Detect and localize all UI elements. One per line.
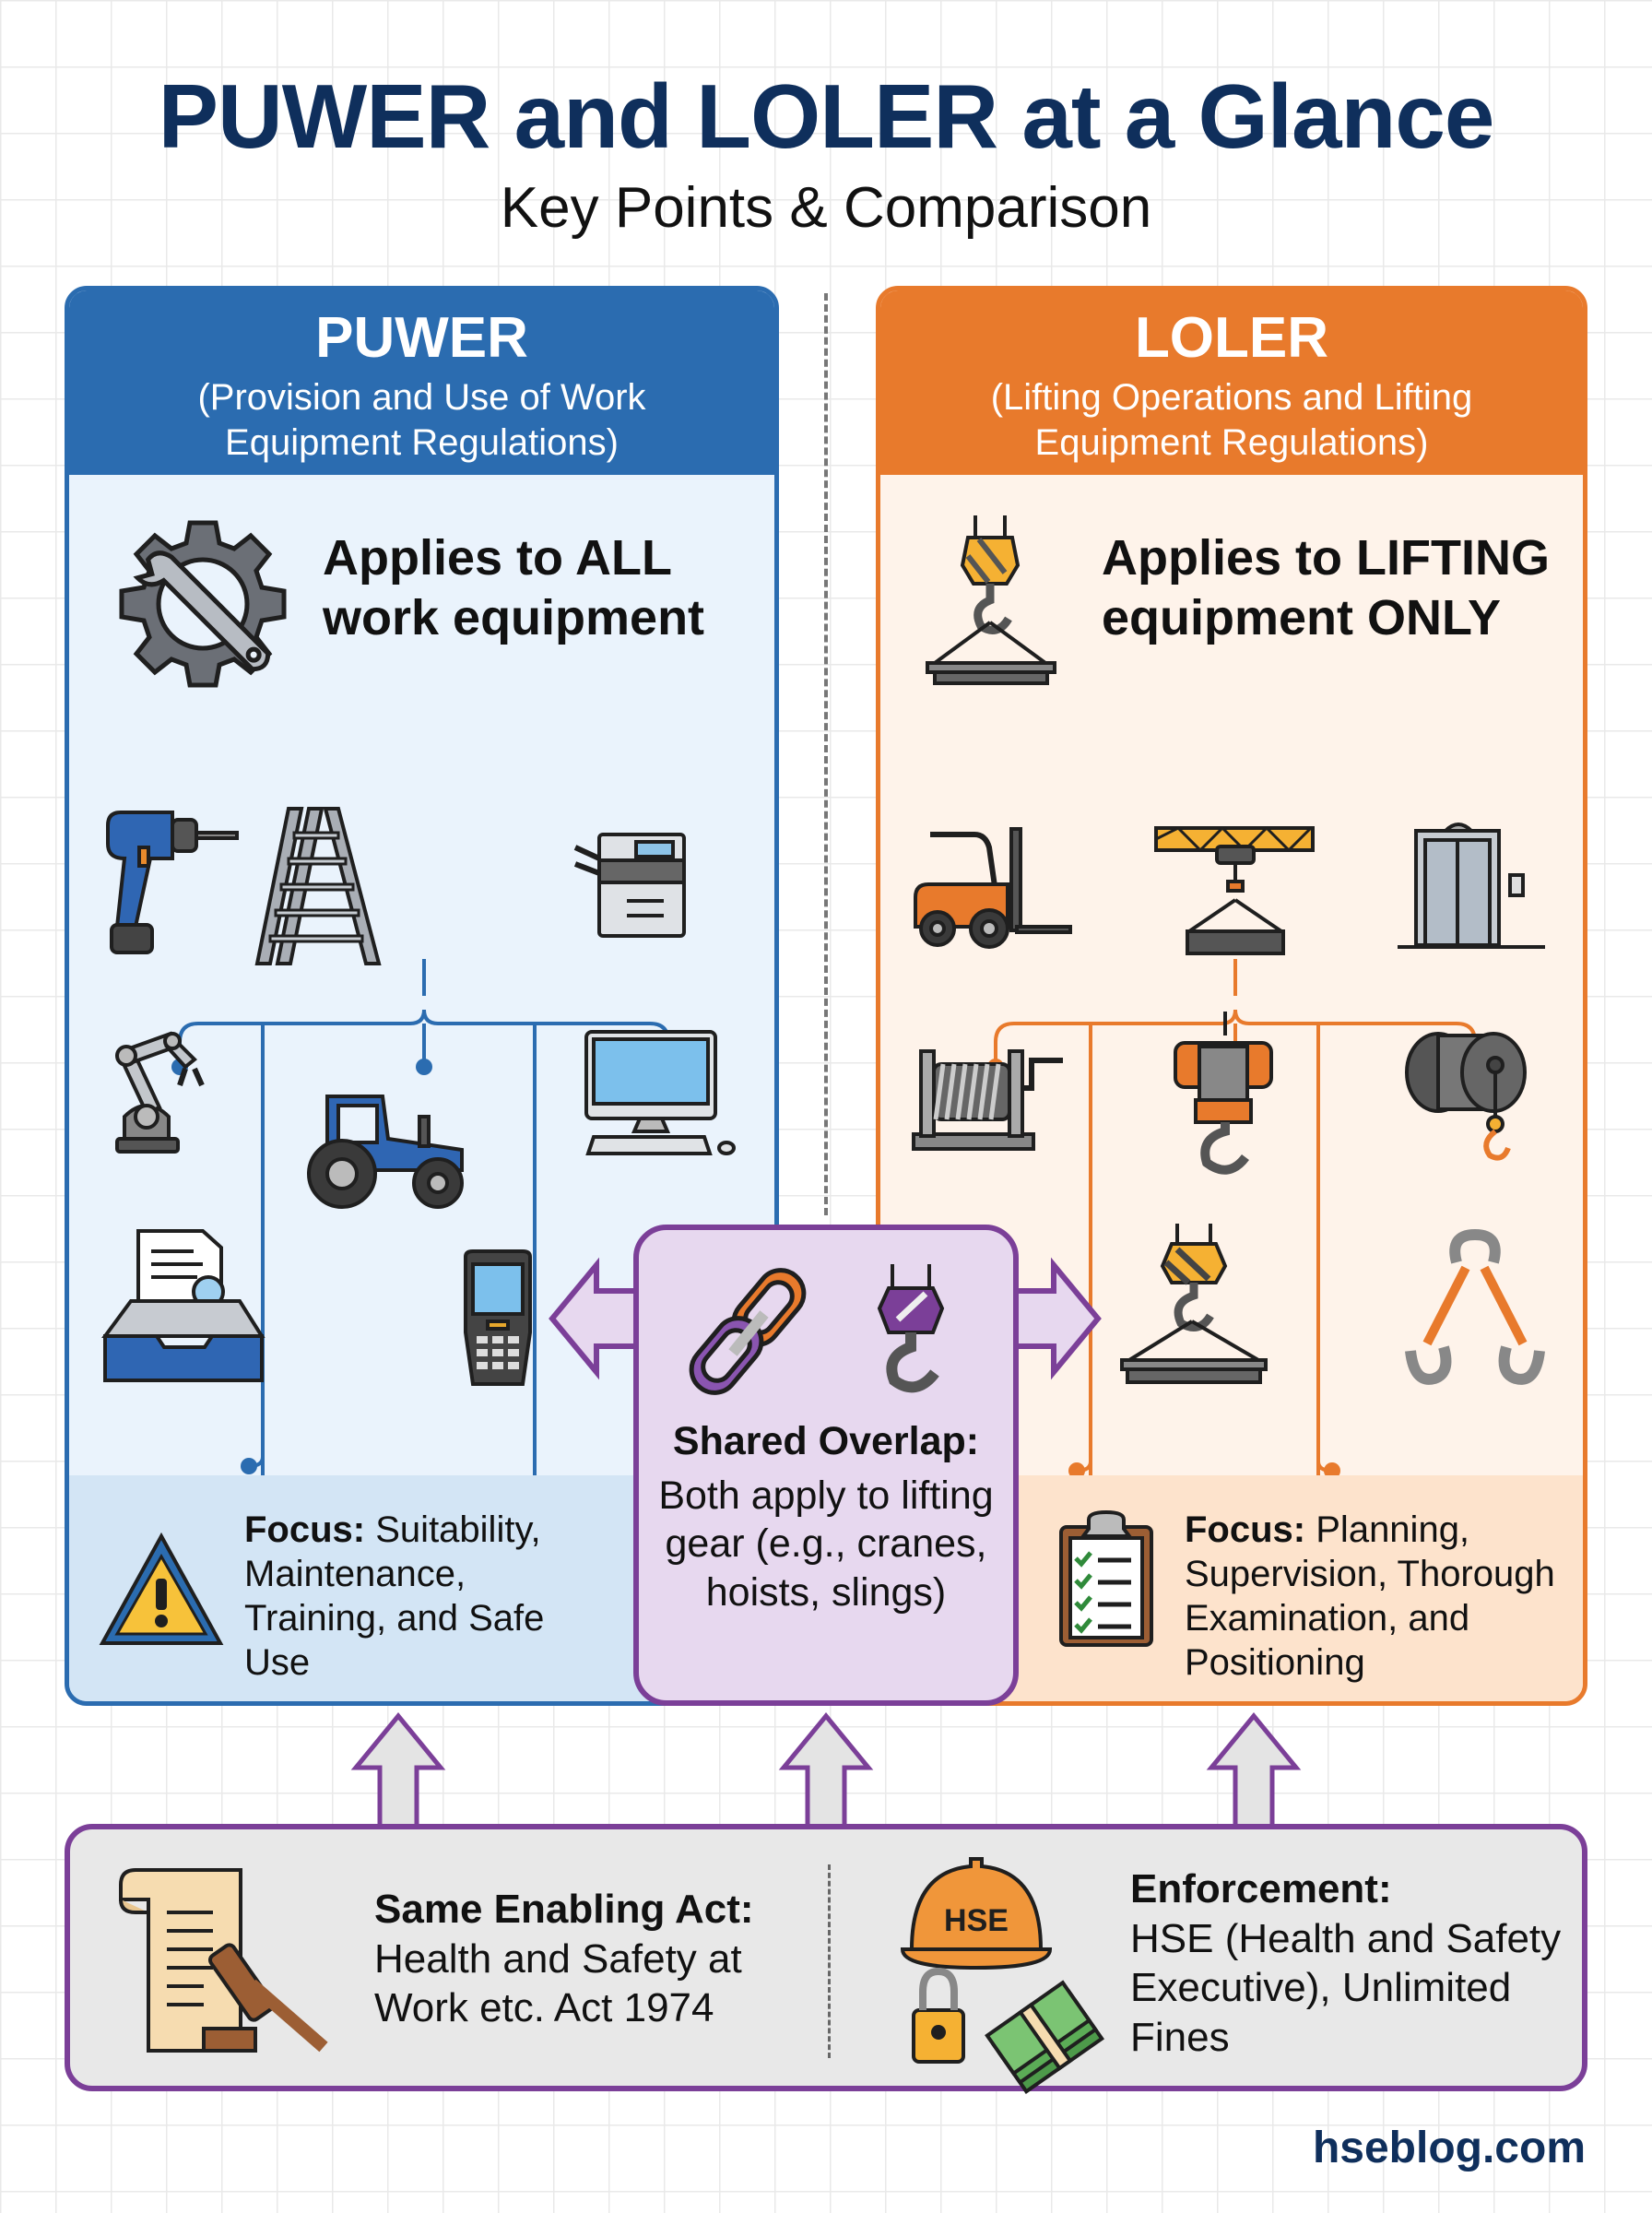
enforcement-text: Enforcement: HSE (Health and Safety Exec… bbox=[1130, 1864, 1573, 2063]
puwer-focus-text: Focus: Suitability, Maintenance, Trainin… bbox=[244, 1508, 595, 1685]
checklist-clipboard-icon bbox=[1059, 1509, 1153, 1647]
puwer-abbr: PUWER bbox=[315, 306, 528, 370]
overlap-title: Shared Overlap: bbox=[672, 1419, 980, 1463]
chain-links-icon bbox=[689, 1268, 807, 1395]
cordless-drill-icon bbox=[106, 811, 239, 954]
page-title: PUWER and LOLER at a Glance bbox=[158, 65, 1495, 167]
lifting-sling-shackles-icon bbox=[1405, 1228, 1545, 1385]
enabling-act-title: Same Enabling Act: bbox=[374, 1887, 754, 1932]
bottom-info-box: Same Enabling Act: Health and Safety at … bbox=[65, 1824, 1587, 2094]
document-scanner-tray-icon bbox=[101, 1229, 266, 1382]
forklift-icon bbox=[914, 827, 1072, 949]
puwer-focus-label: Focus: bbox=[244, 1509, 366, 1550]
loler-focus-text: Focus: Planning, Supervision, Thorough E… bbox=[1185, 1508, 1581, 1685]
loler-focus-label: Focus: bbox=[1185, 1509, 1306, 1550]
overhead-gantry-crane-icon bbox=[1154, 825, 1315, 955]
loler-full-name: (Lifting Operations and Lifting Equipmen… bbox=[990, 377, 1473, 463]
stepladder-icon bbox=[254, 807, 382, 965]
up-arrows bbox=[350, 1712, 1302, 1835]
handheld-scanner-icon bbox=[464, 1249, 532, 1386]
desktop-computer-icon bbox=[584, 1030, 736, 1155]
puwer-panel: PUWER (Provision and Use of Work Equipme… bbox=[65, 286, 779, 1706]
winch-icon bbox=[912, 1049, 1063, 1151]
puwer-full-name: (Provision and Use of Work Equipment Reg… bbox=[197, 377, 646, 463]
shared-overlap-box: Shared Overlap: Both apply to lifting ge… bbox=[633, 1225, 1019, 1706]
enabling-act-value: Health and Safety at Work etc. Act 1974 bbox=[374, 1935, 742, 2031]
loler-panel: LOLER (Lifting Operations and Lifting Eq… bbox=[876, 286, 1587, 1706]
puwer-focus-value: Suitability, Maintenance, Training, and … bbox=[244, 1509, 545, 1683]
enforcement-title: Enforcement: bbox=[1130, 1866, 1392, 1911]
center-divider bbox=[824, 293, 828, 1215]
crane-hook-load-icon bbox=[1120, 1224, 1268, 1384]
gear-wrench-icon bbox=[119, 520, 287, 688]
puwer-header: PUWER (Provision and Use of Work Equipme… bbox=[69, 290, 774, 475]
scroll-gavel-icon bbox=[119, 1868, 328, 2053]
up-arrow-left bbox=[350, 1712, 446, 1835]
robotic-arm-icon bbox=[115, 1031, 205, 1154]
electric-hoist-icon bbox=[1174, 1012, 1273, 1175]
enabling-act-text: Same Enabling Act: Health and Safety at … bbox=[374, 1885, 808, 2033]
crane-hook-load-icon bbox=[926, 515, 1056, 685]
loler-header: LOLER (Lifting Operations and Lifting Eq… bbox=[880, 290, 1583, 475]
page-subtitle: Key Points & Comparison bbox=[500, 176, 1152, 240]
hse-helmet-lock-money-icon: HSE bbox=[900, 1857, 1105, 2094]
bottom-divider bbox=[828, 1864, 831, 2058]
warning-triangle-icon bbox=[99, 1532, 224, 1645]
overlap-body: Both apply to lifting gear (e.g., cranes… bbox=[658, 1473, 994, 1615]
footer-brand-link[interactable]: hseblog.com bbox=[1312, 2124, 1586, 2172]
hoist-hook-icon bbox=[877, 1264, 945, 1393]
passenger-lift-icon bbox=[1398, 822, 1545, 949]
overlap-double-arrow bbox=[549, 1257, 1102, 1380]
up-arrow-right bbox=[1206, 1712, 1302, 1835]
enforcement-value: HSE (Health and Safety Executive), Unlim… bbox=[1130, 1915, 1562, 2061]
photocopier-icon bbox=[573, 833, 686, 938]
up-arrow-center bbox=[778, 1712, 874, 1835]
loler-focus-value: Planning, Supervision, Thorough Examinat… bbox=[1185, 1509, 1555, 1683]
hse-helmet-label: HSE bbox=[944, 1903, 1009, 1938]
puwer-applies-text: Applies to ALL work equipment bbox=[323, 530, 705, 645]
loler-abbr: LOLER bbox=[1134, 306, 1329, 370]
loler-applies-text: Applies to LIFTING equipment ONLY bbox=[1102, 530, 1550, 645]
cable-reel-hook-icon bbox=[1405, 1032, 1527, 1161]
tractor-icon bbox=[307, 1095, 464, 1209]
